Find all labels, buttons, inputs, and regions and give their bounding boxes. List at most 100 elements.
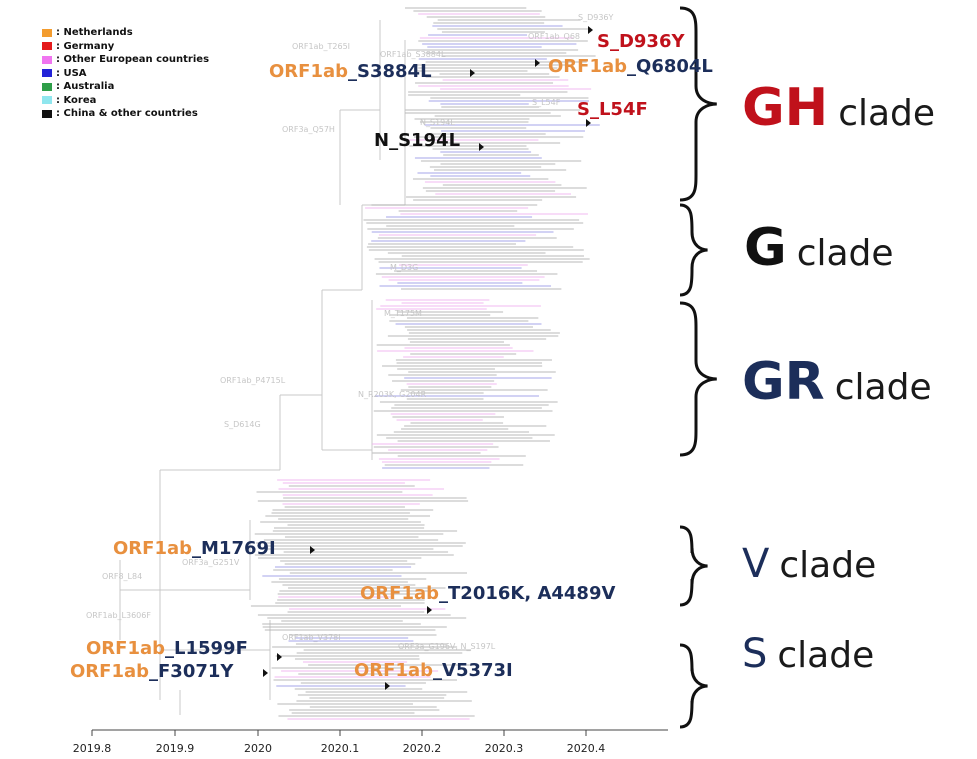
mutation-label-orf1ab-l1599f: ORF1ab_L1599F xyxy=(86,640,248,658)
legend-swatch xyxy=(42,28,52,37)
gene-name: ORF1ab xyxy=(86,638,166,659)
clade-name: GH xyxy=(742,78,829,138)
clade-word: clade xyxy=(834,367,932,408)
faint-label-orf3a-g251v: ORF3a_G251V xyxy=(182,558,240,567)
legend-swatch xyxy=(42,109,52,118)
mutation-site: _F3071Y xyxy=(149,661,234,682)
clade-brace xyxy=(679,301,717,457)
faint-label-orf1ab-t265i: ORF1ab_T265I xyxy=(292,42,351,51)
legend-label: : USA xyxy=(56,67,87,79)
gene-name: ORF1ab xyxy=(354,660,434,681)
mutation-site: N_S194L xyxy=(374,130,461,151)
mutation-arrow-marker xyxy=(535,59,540,67)
clade-word: clade xyxy=(777,635,875,676)
legend-swatch xyxy=(42,42,52,51)
legend-swatch xyxy=(42,69,52,78)
mutation-label-orf1ab-f3071y: ORF1ab_F3071Y xyxy=(70,663,233,681)
mutation-site: _L1599F xyxy=(165,638,248,659)
gene-name: ORF1ab xyxy=(70,661,150,682)
clade-name: V xyxy=(742,541,770,587)
gene-name: ORF1ab xyxy=(113,538,193,559)
faint-label-m-d3g: M_D3G xyxy=(390,263,419,272)
legend-item-netherlands: : Netherlands xyxy=(42,26,209,40)
faint-label-orf1ab-p4715l: ORF1ab_P4715L xyxy=(220,376,286,385)
clade-name: GR xyxy=(742,352,825,412)
axis-tick-label: 2020 xyxy=(244,742,272,755)
axis-tick-label: 2020.3 xyxy=(484,742,524,755)
mutation-arrow-marker xyxy=(479,143,484,151)
mutation-label-orf1ab-m1769i: ORF1ab_M1769I xyxy=(113,540,276,558)
faint-label-s-d936y: S_D936Y xyxy=(578,13,614,22)
clade-brace xyxy=(679,525,708,607)
faint-label-orf3a-g196v: ORF3a_G196V, N_S197L xyxy=(398,642,496,651)
legend-swatch xyxy=(42,82,52,91)
clade-brace xyxy=(679,643,708,729)
faint-label-orf1ab-v378i: ORF1ab_V378I xyxy=(282,633,341,642)
axis-tick-label: 2020.2 xyxy=(402,742,442,755)
legend-item-other-european: : Other European countries xyxy=(42,53,209,67)
mutation-label-n-s194l: N_S194L xyxy=(374,132,460,150)
faint-label-n-s194l: N_S194L xyxy=(420,118,455,127)
clade-name: S xyxy=(742,631,768,677)
country-legend: : Netherlands : Germany : Other European… xyxy=(42,26,209,121)
mutation-arrow-marker xyxy=(310,546,315,554)
legend-item-korea: : Korea xyxy=(42,94,209,108)
tree-tips xyxy=(250,7,600,720)
faint-label-orf3a-q57h: ORF3a_Q57H xyxy=(282,125,335,134)
legend-item-germany: : Germany xyxy=(42,40,209,54)
gene-name: ORF1ab xyxy=(548,56,628,77)
mutation-arrow-marker xyxy=(586,119,591,127)
gene-name: ORF1ab xyxy=(360,583,440,604)
mutation-arrow-marker xyxy=(263,669,268,677)
mutation-site: _Q6804L xyxy=(627,56,713,77)
axis-tick-label: 2020.4 xyxy=(566,742,606,755)
faint-label-m-t175m: M_T175M xyxy=(384,309,422,318)
legend-item-china-other: : China & other countries xyxy=(42,107,209,121)
faint-label-n-r203k: N_R203K, G204R xyxy=(358,390,427,399)
faint-label-orf8-l84: ORF8_L84 xyxy=(102,572,143,581)
clade-word: clade xyxy=(838,93,936,134)
clade-brace xyxy=(679,6,717,202)
mutation-site: S_L54F xyxy=(577,99,648,120)
mutation-label-orf1ab-v5373i: ORF1ab_V5373I xyxy=(354,662,513,680)
legend-label: : Korea xyxy=(56,94,97,106)
clade-word: clade xyxy=(796,233,894,274)
mutation-arrows xyxy=(263,26,593,690)
faint-label-s-l54f: S_L54F xyxy=(532,98,561,107)
legend-item-australia: : Australia xyxy=(42,80,209,94)
faint-label-orf1ab-q68: ORF1ab_Q68 xyxy=(528,32,581,41)
faint-label-orf1ab-l3606f: ORF1ab_L3606F xyxy=(86,611,151,620)
legend-label: : Australia xyxy=(56,81,115,93)
mutation-arrow-marker xyxy=(470,69,475,77)
tree-branches xyxy=(119,20,406,715)
legend-label: : Germany xyxy=(56,40,115,52)
faint-label-s-d614g: S_D614G xyxy=(224,420,261,429)
mutation-label-orf1ab-s3884l: ORF1ab_S3884L xyxy=(269,63,432,81)
mutation-site: S_D936Y xyxy=(597,31,685,52)
mutation-arrow-marker xyxy=(277,653,282,661)
legend-swatch xyxy=(42,96,52,105)
axis-tick-label: 2020.1 xyxy=(320,742,360,755)
legend-item-usa: : USA xyxy=(42,67,209,81)
mutation-arrow-marker xyxy=(427,606,432,614)
faint-label-orf1ab-s3884l: ORF1ab_S3884L xyxy=(380,50,446,59)
legend-label: : Other European countries xyxy=(56,54,210,66)
axis-tick-label: 2019.8 xyxy=(72,742,112,755)
legend-swatch xyxy=(42,55,52,64)
mutation-arrow-marker xyxy=(385,682,390,690)
mutation-label-orf1ab-q6804l: ORF1ab_Q6804L xyxy=(548,58,713,76)
clade-braces xyxy=(679,6,717,729)
mutation-label-s-d936y: S_D936Y xyxy=(597,33,685,51)
legend-label: : China & other countries xyxy=(56,108,198,120)
mutation-arrow-marker xyxy=(588,26,593,34)
clade-name: G xyxy=(744,218,787,278)
gene-name: ORF1ab xyxy=(269,61,349,82)
legend-label: : Netherlands xyxy=(56,27,133,39)
mutation-site: _T2016K, A4489V xyxy=(439,583,616,604)
